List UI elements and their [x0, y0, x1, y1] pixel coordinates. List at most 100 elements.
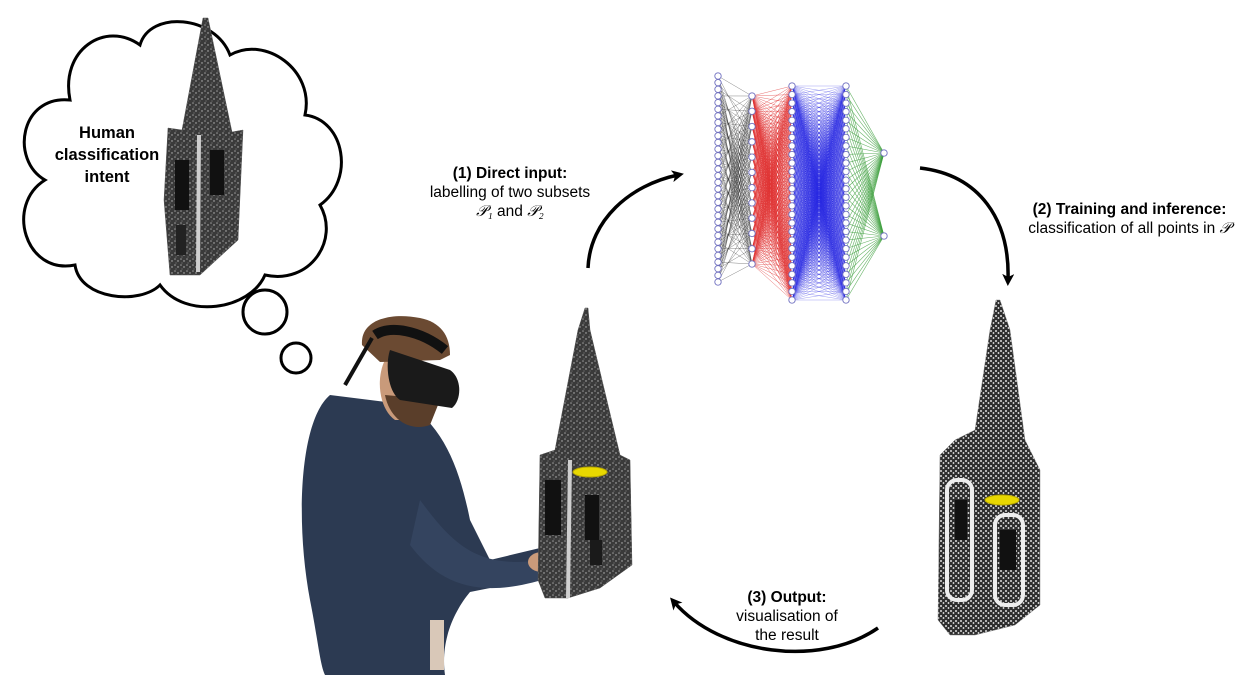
- nn-node-l0-24: [715, 232, 721, 238]
- nn-node-l2-18: [789, 237, 795, 243]
- step1-and: and: [493, 203, 527, 220]
- step1-label: (1) Direct input: labelling of two subse…: [400, 164, 620, 221]
- nn-node-l3-17: [843, 228, 849, 234]
- nn-node-l0-29: [715, 266, 721, 272]
- nn-node-l0-23: [715, 226, 721, 232]
- nn-node-l3-4: [843, 117, 849, 123]
- set-p: 𝒫: [1220, 220, 1231, 237]
- nn-node-l0-6: [715, 113, 721, 119]
- thought-bubble-small: [281, 343, 311, 373]
- nn-node-l2-5: [789, 126, 795, 132]
- nn-node-l2-23: [789, 280, 795, 286]
- nn-node-l0-21: [715, 212, 721, 218]
- step2-label: (2) Training and inference: classificati…: [1002, 200, 1257, 238]
- nn-node-l0-8: [715, 126, 721, 132]
- nn-node-l0-12: [715, 153, 721, 159]
- nn-node-l2-11: [789, 177, 795, 183]
- nn-node-l1-11: [749, 261, 755, 267]
- nn-node-l0-0: [715, 73, 721, 79]
- nn-node-l2-14: [789, 203, 795, 209]
- nn-node-l2-10: [789, 168, 795, 174]
- nn-node-l2-22: [789, 271, 795, 277]
- nn-node-l2-17: [789, 228, 795, 234]
- nn-node-l0-3: [715, 93, 721, 99]
- nn-node-l2-16: [789, 220, 795, 226]
- subset-p2: 𝒫₂: [527, 203, 544, 220]
- nn-node-l3-15: [843, 211, 849, 217]
- nn-node-l3-3: [843, 108, 849, 114]
- nn-node-l0-28: [715, 259, 721, 265]
- person-with-vr-headset: [302, 316, 580, 675]
- selection-subset-highlight-result: [985, 495, 1019, 505]
- nn-node-l0-26: [715, 246, 721, 252]
- nn-node-l1-2: [749, 123, 755, 129]
- nn-node-l2-0: [789, 83, 795, 89]
- nn-node-l3-24: [843, 288, 849, 294]
- nn-node-l3-0: [843, 83, 849, 89]
- nn-node-l2-9: [789, 160, 795, 166]
- nn-node-l4-1: [881, 233, 887, 239]
- nn-node-l3-10: [843, 168, 849, 174]
- tower-pointcloud-classified: [938, 300, 1040, 635]
- tower-pointcloud-labelling: [538, 308, 632, 598]
- nn-node-l3-8: [843, 151, 849, 157]
- nn-node-l2-15: [789, 211, 795, 217]
- nn-node-l0-10: [715, 139, 721, 145]
- nn-node-l2-8: [789, 151, 795, 157]
- nn-node-l3-7: [843, 143, 849, 149]
- nn-node-l0-22: [715, 219, 721, 225]
- step1-line1: labelling of two subsets: [400, 183, 620, 202]
- step1-title: (1) Direct input:: [400, 164, 620, 183]
- nn-node-l3-12: [843, 186, 849, 192]
- nn-node-l1-6: [749, 184, 755, 190]
- nn-node-l0-9: [715, 133, 721, 139]
- nn-node-l0-16: [715, 179, 721, 185]
- nn-node-l0-30: [715, 272, 721, 278]
- selection-subset-highlight: [573, 467, 607, 477]
- nn-node-l1-0: [749, 93, 755, 99]
- nn-node-l0-14: [715, 166, 721, 172]
- nn-node-l3-5: [843, 126, 849, 132]
- nn-node-l0-1: [715, 79, 721, 85]
- step2-title: (2) Training and inference:: [1002, 200, 1257, 219]
- step1-line2: 𝒫₁ and 𝒫₂: [400, 202, 620, 221]
- nn-node-l0-19: [715, 199, 721, 205]
- nn-node-l3-14: [843, 203, 849, 209]
- nn-node-l0-31: [715, 279, 721, 285]
- nn-node-l0-17: [715, 186, 721, 192]
- nn-node-l1-3: [749, 139, 755, 145]
- nn-node-l3-22: [843, 271, 849, 277]
- nn-node-l3-13: [843, 194, 849, 200]
- nn-node-l0-15: [715, 172, 721, 178]
- nn-node-l1-4: [749, 154, 755, 160]
- nn-node-l2-20: [789, 254, 795, 260]
- nn-node-l0-11: [715, 146, 721, 152]
- step3-line2: the result: [712, 626, 862, 645]
- nn-node-l3-9: [843, 160, 849, 166]
- nn-node-l0-18: [715, 192, 721, 198]
- thought-text: Human classification intent: [52, 122, 162, 188]
- nn-node-l0-2: [715, 86, 721, 92]
- nn-node-l2-24: [789, 288, 795, 294]
- nn-node-l2-7: [789, 143, 795, 149]
- thought-line-1: Human: [52, 122, 162, 144]
- nn-node-l3-20: [843, 254, 849, 260]
- nn-node-l0-13: [715, 159, 721, 165]
- thought-line-3: intent: [52, 166, 162, 188]
- step3-title: (3) Output:: [712, 588, 862, 607]
- thought-bubble-large: [243, 290, 287, 334]
- nn-node-l1-1: [749, 108, 755, 114]
- nn-node-l0-4: [715, 99, 721, 105]
- nn-node-l4-0: [881, 150, 887, 156]
- nn-node-l1-5: [749, 169, 755, 175]
- nn-node-l1-8: [749, 215, 755, 221]
- nn-node-l3-18: [843, 237, 849, 243]
- nn-node-l1-10: [749, 246, 755, 252]
- nn-node-l3-21: [843, 263, 849, 269]
- step2-line1-text: classification of all points in: [1028, 220, 1219, 237]
- nn-node-l2-19: [789, 245, 795, 251]
- nn-node-l2-13: [789, 194, 795, 200]
- nn-node-l2-25: [789, 297, 795, 303]
- nn-node-l0-27: [715, 252, 721, 258]
- nn-node-l2-12: [789, 186, 795, 192]
